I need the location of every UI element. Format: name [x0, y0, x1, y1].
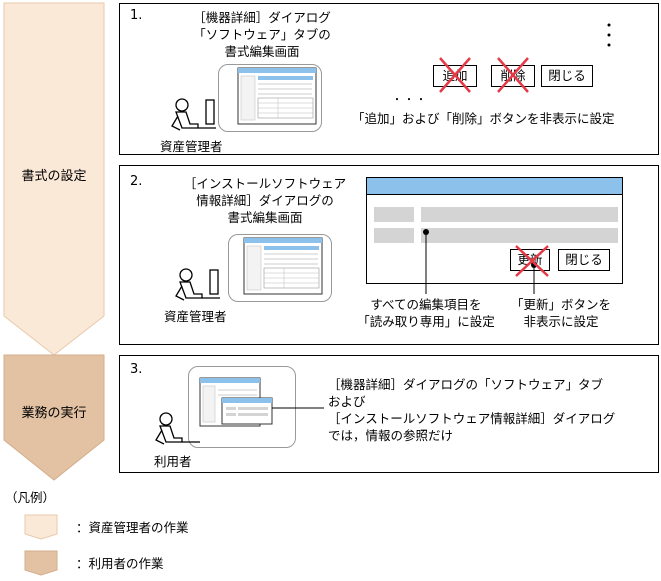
step2-person-label: 資産管理者 — [164, 309, 227, 324]
step2-note-right-line1: 「更新」ボタンを — [510, 297, 611, 312]
step1-ellipsis-horizontal: ・・・ — [392, 95, 428, 106]
step3-person-label: 利用者 — [154, 454, 192, 469]
run-phase-label: 業務の実行 — [21, 406, 87, 421]
step3-number: 3. — [130, 362, 143, 377]
step2-field-value-1 — [421, 207, 618, 222]
step2-annotation-lines — [423, 229, 549, 294]
legend-admin-label: ：資産管理者の作業 — [76, 520, 189, 535]
setup-phase-label: 書式の設定 — [21, 169, 87, 184]
step3-note-line1: ［機器詳細］ダイアログの「ソフトウェア」タブ — [328, 377, 604, 392]
step1-title-line1: ［機器詳細］ダイアログ — [193, 10, 331, 25]
step1-panel: 1. ［機器詳細］ダイアログ 「ソフトウェア」タブの 書式編集画面 資産管理者 … — [119, 3, 659, 155]
step1-ellipsis-vertical — [607, 23, 611, 47]
step2-panel: 2. ［インストールソフトウェア 情報詳細］ダイアログの 書式編集画面 資産管理… — [119, 165, 659, 345]
close-button-2[interactable]: 閉じる — [558, 249, 610, 271]
step1-title-line3: 書式編集画面 — [224, 44, 300, 59]
step1-window-icon — [237, 67, 317, 125]
step2-field-value-2 — [421, 228, 618, 243]
step3-note-line3: ［インストールソフトウェア情報詳細］ダイアログ — [328, 411, 616, 426]
step2-note-right-line2: 非表示に設定 — [523, 314, 599, 329]
step2-dialog-titlebar — [367, 178, 622, 195]
step3-note-line4: では，情報の参照だけ — [328, 428, 454, 443]
legend-user-swatch — [24, 550, 58, 576]
step2-window-icon — [243, 237, 323, 295]
step1-person-icon — [171, 98, 216, 131]
close-button[interactable]: 閉じる — [541, 65, 593, 87]
step1-cross-marks — [439, 57, 529, 93]
legend-title: （凡例） — [5, 490, 56, 505]
step2-field-label-1 — [374, 207, 414, 222]
step3-connector-line — [272, 407, 324, 409]
setup-phase-shape — [3, 2, 105, 356]
step2-title-line2: 情報詳細］ダイアログの — [196, 193, 334, 208]
step1-title-line2: 「ソフトウェア」タブの — [193, 27, 331, 42]
step2-field-label-2 — [374, 228, 414, 243]
step2-title-line1: ［インストールソフトウェア — [183, 176, 347, 191]
step3-panel: 3. 利用者 ［機器詳細］ダイアログの「ソフトウェア」タブ および ［インストー… — [119, 355, 659, 473]
step2-person-icon — [175, 268, 220, 301]
legend-user-label: ：利用者の作業 — [76, 556, 164, 571]
step2-note-left-line1: すべての編集項目を — [370, 297, 482, 312]
step2-title-line3: 書式編集画面 — [227, 210, 303, 225]
legend-admin-swatch — [24, 514, 58, 540]
step3-note-line2: および — [328, 394, 366, 409]
step3-person-icon — [155, 412, 200, 445]
step1-person-label: 資産管理者 — [160, 139, 223, 154]
run-phase-shape — [3, 354, 105, 481]
step2-note-left-line2: 「読み取り専用」に設定 — [357, 314, 495, 329]
step2-number: 2. — [130, 174, 143, 189]
step1-note: 「追加」および「削除」ボタンを非表示に設定 — [352, 111, 615, 126]
step2-dialog-mock — [366, 177, 623, 284]
step1-number: 1. — [130, 8, 143, 23]
step3-window-icons — [199, 377, 273, 427]
